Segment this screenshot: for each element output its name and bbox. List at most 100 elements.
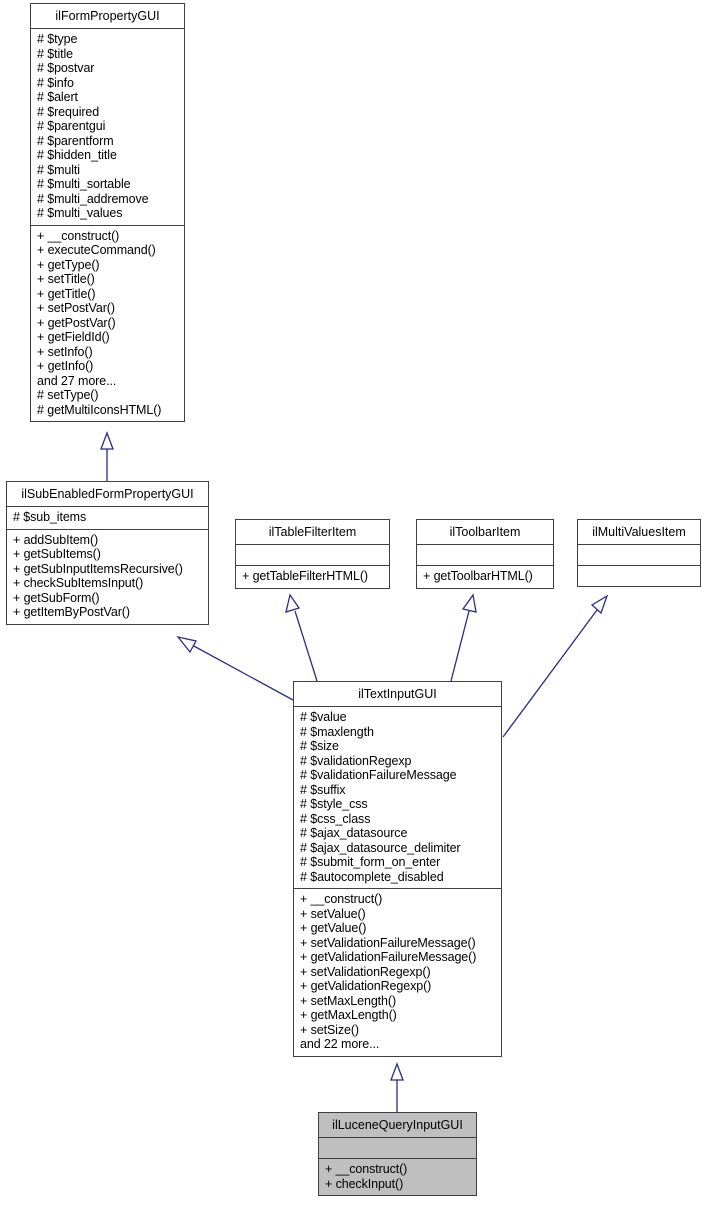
attribute-row: # $postvar (37, 61, 95, 76)
class-title-ilTextInputGUI: ilTextInputGUI (358, 687, 437, 701)
method-row: + __construct() (325, 1162, 408, 1177)
method-row: + getTableFilterHTML() (242, 569, 368, 584)
methods-compartment: + addSubItem() + getSubItems() + getSubI… (7, 530, 208, 624)
attribute-row: # $sub_items (13, 510, 87, 525)
divider (578, 565, 700, 567)
edge-text-to-sub (191, 644, 294, 701)
methods-compartment: + getToolbarHTML() (417, 566, 553, 588)
divider (578, 544, 700, 546)
methods-compartment: + __construct() + checkInput() (319, 1159, 476, 1195)
class-title-ilSubEnabledFormPropertyGUI: ilSubEnabledFormPropertyGUI (21, 487, 194, 501)
arrowhead-lucene-to-text (390, 1062, 404, 1081)
attribute-row: # $title (37, 46, 74, 61)
method-row: + getPostVar() (37, 315, 116, 330)
attribute-row: # $submit_form_on_enter (300, 855, 441, 870)
method-row: + getSubInputItemsRecursive() (13, 561, 183, 576)
class-title-ilLuceneQueryInputGUI: ilLuceneQueryInputGUI (332, 1118, 463, 1132)
class-box-ilToolbarItem[interactable]: ilToolbarItem + getToolbarHTML() (416, 519, 554, 589)
class-box-ilMultiValuesItem[interactable]: ilMultiValuesItem (577, 519, 701, 588)
method-row: + getType() (37, 257, 100, 272)
method-row: + getValue() (300, 921, 367, 936)
class-box-ilTextInputGUI[interactable]: ilTextInputGUI # $value # $maxlength # $… (293, 681, 502, 1057)
attribute-row: # $maxlength (300, 724, 374, 739)
class-title-ilToolbarItem: ilToolbarItem (449, 525, 521, 539)
methods-compartment: + __construct() + setValue() + getValue(… (294, 889, 501, 1056)
arrowhead-text-to-sub (176, 635, 197, 654)
divider (236, 544, 389, 546)
method-row: + getTitle() (37, 286, 96, 301)
method-row: + getInfo() (37, 359, 94, 374)
method-row-more: and 22 more... (300, 1037, 380, 1052)
attribute-row: # $ajax_datasource (300, 826, 408, 841)
class-box-ilSubEnabledFormPropertyGUI[interactable]: ilSubEnabledFormPropertyGUI # $sub_items… (6, 481, 209, 625)
attributes-compartment: # $sub_items (7, 507, 208, 529)
method-row: + setValidationFailureMessage() (300, 935, 476, 950)
arrowhead-text-to-toolbar (461, 593, 477, 613)
method-row: + addSubItem() (13, 532, 99, 547)
divider (294, 706, 501, 708)
method-row: + setValue() (300, 906, 366, 921)
attributes-compartment (578, 545, 700, 565)
attribute-row: # $value (300, 710, 347, 725)
attribute-row: # $validationFailureMessage (300, 768, 457, 783)
method-row: + setTitle() (37, 272, 95, 287)
attribute-row: # $size (300, 739, 339, 754)
attribute-row: # $ajax_datasource_delimiter (300, 840, 461, 855)
attribute-row: # $autocomplete_disabled (300, 869, 444, 884)
divider (7, 506, 208, 508)
attribute-row: # $validationRegexp (300, 753, 412, 768)
method-row: + setValidationRegexp() (300, 964, 431, 979)
method-row: + getValidationFailureMessage() (300, 950, 477, 965)
method-row: + checkInput() (325, 1176, 404, 1191)
class-box-ilLuceneQueryInputGUI[interactable]: ilLuceneQueryInputGUI + __construct() + … (318, 1112, 477, 1197)
attribute-row: # $css_class (300, 811, 371, 826)
method-row: + __construct() (300, 892, 383, 907)
edge-text-to-toolbar (450, 610, 470, 682)
methods-compartment: + getTableFilterHTML() (236, 566, 389, 588)
method-row: + getSubForm() (13, 590, 100, 605)
method-row: + getSubItems() (13, 547, 101, 562)
divider (417, 544, 553, 546)
attribute-row: # $multi_sortable (37, 177, 131, 192)
methods-compartment (578, 566, 700, 586)
method-row-more: and 27 more... (37, 373, 117, 388)
method-row: + __construct() (37, 228, 120, 243)
divider (319, 1158, 476, 1160)
attribute-row: # $hidden_title (37, 148, 117, 163)
method-row: + checkSubItemsInput() (13, 576, 144, 591)
divider (31, 28, 184, 30)
method-row: # setType() (37, 388, 99, 403)
method-row: + getItemByPostVar() (13, 605, 130, 620)
attribute-row: # $type (37, 32, 78, 47)
attributes-compartment (319, 1138, 476, 1158)
class-title-ilFormPropertyGUI: ilFormPropertyGUI (55, 9, 160, 23)
attribute-row: # $multi_values (37, 206, 123, 221)
attributes-compartment (236, 545, 389, 565)
attributes-compartment: # $type # $title # $postvar # $info # $a… (31, 29, 184, 225)
divider (31, 224, 184, 226)
divider (417, 565, 553, 567)
class-box-ilFormPropertyGUI[interactable]: ilFormPropertyGUI # $type # $title # $po… (30, 3, 185, 423)
class-title-ilTableFilterItem: ilTableFilterItem (268, 525, 357, 539)
class-box-ilTableFilterItem[interactable]: ilTableFilterItem + getTableFilterHTML() (235, 519, 390, 589)
attributes-compartment: # $value # $maxlength # $size # $validat… (294, 707, 501, 888)
method-row: + executeCommand() (37, 243, 156, 258)
method-row: + getToolbarHTML() (423, 569, 533, 584)
method-row: # getMultiIconsHTML() (37, 402, 162, 417)
attribute-row: # $parentgui (37, 119, 106, 134)
attribute-row: # $info (37, 75, 74, 90)
method-row: + getValidationRegexp() (300, 979, 432, 994)
arrowhead-sub-to-form (100, 431, 114, 450)
divider (294, 888, 501, 890)
class-title-ilMultiValuesItem: ilMultiValuesItem (592, 525, 686, 539)
arrowhead-text-to-tablefilter (285, 593, 301, 613)
arrowhead-text-to-multivalues (590, 594, 609, 615)
attribute-row: # $multi_addremove (37, 191, 149, 206)
attribute-row: # $required (37, 104, 100, 119)
attribute-row: # $alert (37, 90, 78, 105)
divider (236, 565, 389, 567)
divider (7, 528, 208, 530)
methods-compartment: + __construct() + executeCommand() + get… (31, 226, 184, 422)
method-row: + setInfo() (37, 344, 93, 359)
